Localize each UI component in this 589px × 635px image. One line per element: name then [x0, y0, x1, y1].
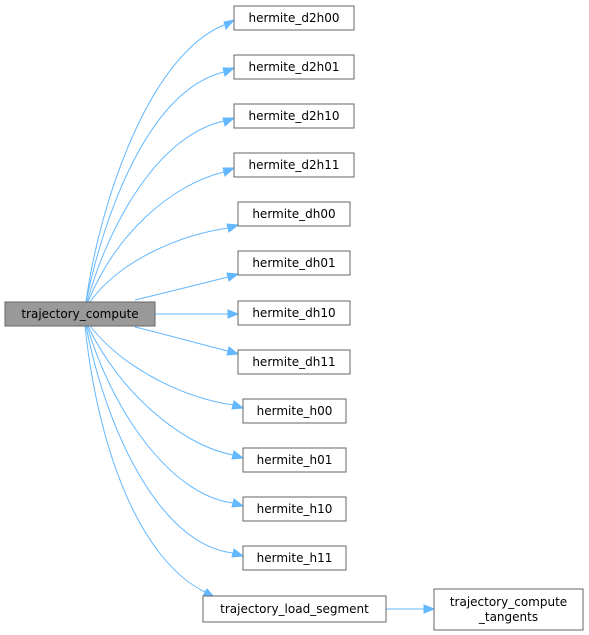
node-trajectory-compute-tangents[interactable]: trajectory_compute _tangents: [433, 588, 584, 631]
node-label-line1: trajectory_compute: [450, 595, 567, 609]
node-hermite-d2h11[interactable]: hermite_d2h11: [233, 152, 355, 178]
edge-to-hermite-h11: [85, 325, 234, 554]
node-hermite-dh11[interactable]: hermite_dh11: [237, 349, 351, 375]
node-trajectory-compute[interactable]: trajectory_compute: [4, 301, 156, 327]
edge-arrowhead: [231, 548, 245, 558]
edge-to-hermite-d2h01: [85, 71, 225, 303]
node-hermite-dh01[interactable]: hermite_dh01: [237, 250, 351, 276]
node-label: hermite_d2h01: [249, 60, 340, 74]
edge-arrowhead: [227, 309, 240, 319]
edge-arrowhead: [226, 223, 240, 233]
node-label: hermite_h01: [257, 453, 333, 467]
edge-to-hermite-h01: [87, 325, 234, 456]
edge-to-hermite-d2h00: [85, 24, 225, 303]
edge-to-hermite-d2h10: [86, 120, 225, 303]
edges: [84, 19, 436, 614]
edge-arrowhead: [223, 19, 236, 31]
edge-to-hermite-dh01: [134, 276, 229, 301]
node-label-line2: _tangents: [478, 610, 538, 624]
edge-arrowhead: [226, 272, 240, 282]
node-label: hermite_d2h00: [249, 11, 340, 25]
edge-to-hermite-h10: [86, 325, 234, 504]
node-label: hermite_dh11: [252, 355, 335, 369]
edge-to-hermite-dh00: [89, 227, 229, 303]
node-hermite-d2h01[interactable]: hermite_d2h01: [233, 54, 355, 80]
edge-arrowhead: [231, 400, 245, 410]
node-label: trajectory_compute: [21, 307, 138, 321]
node-label: hermite_dh00: [252, 207, 335, 221]
edge-arrowhead: [423, 604, 436, 614]
node-hermite-h10[interactable]: hermite_h10: [242, 496, 347, 522]
edge-arrowhead: [226, 346, 240, 356]
node-hermite-h11[interactable]: hermite_h11: [242, 545, 347, 571]
node-label: trajectory_load_segment: [220, 602, 369, 616]
node-label: hermite_dh10: [252, 306, 335, 320]
edge-to-hermite-h00: [89, 325, 234, 406]
edge-arrowhead: [231, 450, 245, 460]
node-label: hermite_h10: [257, 502, 333, 516]
node-label: hermite_h11: [257, 551, 333, 565]
edge-arrowhead: [222, 67, 236, 77]
node-label: hermite_d2h10: [249, 109, 340, 123]
node-label: hermite_h00: [257, 404, 333, 418]
node-hermite-dh00[interactable]: hermite_dh00: [237, 201, 351, 227]
node-hermite-d2h10[interactable]: hermite_d2h10: [233, 103, 355, 129]
node-hermite-h00[interactable]: hermite_h00: [242, 398, 347, 424]
node-trajectory-load-segment[interactable]: trajectory_load_segment: [202, 595, 387, 623]
node-label: hermite_d2h11: [249, 158, 340, 172]
node-hermite-d2h00[interactable]: hermite_d2h00: [233, 5, 355, 31]
node-hermite-h01[interactable]: hermite_h01: [242, 447, 347, 473]
node-hermite-dh10[interactable]: hermite_dh10: [237, 300, 351, 326]
edge-to-hermite-dh11: [134, 326, 229, 352]
edge-to-hermite-d2h11: [87, 171, 225, 303]
node-label: hermite_dh01: [252, 256, 335, 270]
edge-arrowhead: [222, 167, 236, 177]
edge-arrowhead: [222, 117, 236, 127]
edge-to-trajectory-load-segment: [84, 325, 206, 593]
edge-arrowhead: [231, 498, 245, 508]
